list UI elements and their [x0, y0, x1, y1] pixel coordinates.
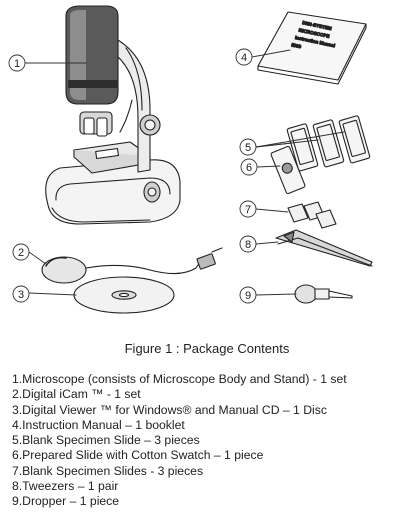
list-item: 1.Microscope (consists of Microscope Bod… [12, 372, 347, 386]
microscope-illustration [45, 5, 181, 225]
callout-label: 3 [18, 289, 24, 301]
callout-1: 1 [8, 54, 26, 72]
dropper-illustration [294, 284, 353, 304]
callout-label: 2 [18, 247, 24, 259]
callout-label: 8 [245, 239, 251, 251]
callout-label: 1 [14, 58, 20, 70]
callout-label: 7 [245, 204, 251, 216]
callout-label: 4 [241, 52, 247, 64]
package-contents-figure: DIGI-SYSTEM MICROSCOPE Instruction Manua… [8, 5, 373, 314]
figure-caption: Figure 1 : Package Contents [124, 341, 290, 356]
list-item: 2.Digital iCam ™ - 1 set [12, 387, 141, 402]
list-item: 4.Instruction Manual – 1 booklet [12, 417, 185, 432]
list-item: 3.Digital Viewer ™ for Windows® and Manu… [12, 402, 327, 417]
blank-slides-small-illustration [287, 201, 337, 229]
tweezers-illustration [275, 229, 373, 267]
callout-6: 6 [240, 158, 258, 176]
callout-label: 6 [246, 162, 252, 174]
instruction-manual-illustration: DIGI-SYSTEM MICROSCOPE Instruction Manua… [257, 11, 367, 85]
callout-2: 2 [12, 243, 30, 261]
list-item: 8.Tweezers – 1 pair [12, 479, 119, 494]
callout-label: 9 [245, 290, 251, 302]
blank-specimen-slides-illustration [286, 115, 371, 172]
list-item: 6.Prepared Slide with Cotton Swatch – 1 … [12, 448, 264, 463]
callout-8: 8 [239, 235, 257, 253]
list-item: 5.Blank Specimen Slide – 3 pieces [12, 433, 200, 448]
list-item: 7.Blank Specimen Slides - 3 pieces [12, 463, 204, 478]
prepared-slide-illustration [270, 145, 306, 195]
leader-lines [24, 49, 345, 296]
list-item: 9.Dropper – 1 piece [12, 494, 120, 509]
callout-9: 9 [239, 286, 257, 304]
callout-label: 5 [245, 142, 251, 154]
callout-3: 3 [12, 285, 30, 303]
package-contents-list: 1.Microscope (consists of Microscope Bod… [12, 372, 347, 510]
cd-illustration [73, 276, 175, 314]
callouts: 1 2 3 4 5 6 7 8 [8, 48, 258, 304]
booklet-line: ENG [291, 42, 302, 49]
callout-7: 7 [239, 200, 257, 218]
callout-4: 4 [235, 48, 253, 66]
digital-icam-illustration [41, 247, 223, 284]
callout-5: 5 [239, 138, 257, 156]
